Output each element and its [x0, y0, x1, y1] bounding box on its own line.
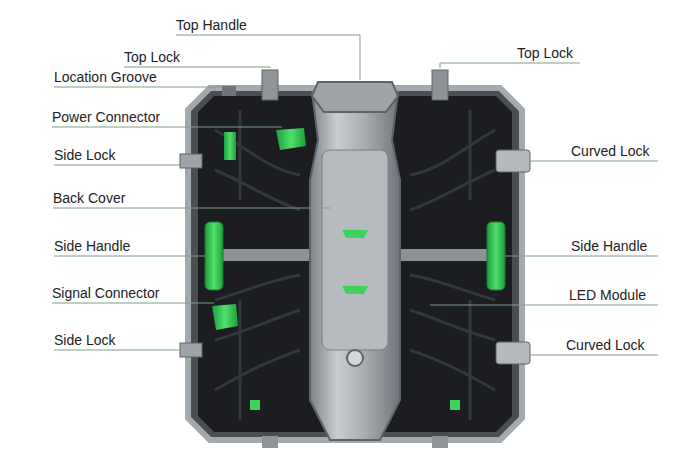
part-label: Top Lock [517, 45, 573, 61]
part-label: Top Handle [176, 17, 247, 33]
part-label: Curved Lock [571, 143, 650, 159]
part-label: Back Cover [53, 190, 125, 206]
part-label: Side Handle [54, 238, 130, 254]
part-label: Top Lock [124, 49, 180, 65]
part-label: Side Lock [54, 147, 115, 163]
part-label: Side Lock [54, 332, 115, 348]
part-label: Location Groove [54, 69, 157, 85]
leader-lines [52, 35, 658, 355]
part-label: Signal Connector [52, 285, 159, 301]
part-label: Side Handle [571, 238, 647, 254]
part-label: Power Connector [52, 109, 160, 125]
part-label: LED Module [569, 287, 646, 303]
part-label: Curved Lock [566, 337, 645, 353]
